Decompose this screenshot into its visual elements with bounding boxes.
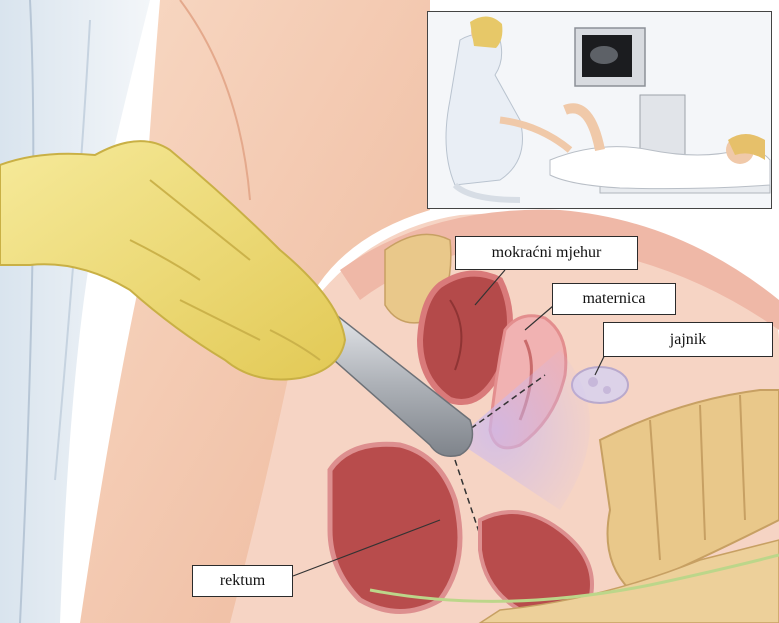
label-rectum-text: rektum	[220, 572, 265, 590]
label-uterus: maternica	[552, 283, 676, 315]
label-bladder: mokraćni mjehur	[455, 236, 638, 270]
label-bladder-text: mokraćni mjehur	[492, 244, 602, 262]
label-rectum: rektum	[192, 565, 293, 597]
label-ovary-text: jajnik	[670, 331, 706, 349]
label-uterus-text: maternica	[582, 290, 645, 308]
label-ovary: jajnik	[603, 322, 773, 357]
inset-frame	[427, 11, 772, 209]
rectum	[330, 444, 460, 611]
